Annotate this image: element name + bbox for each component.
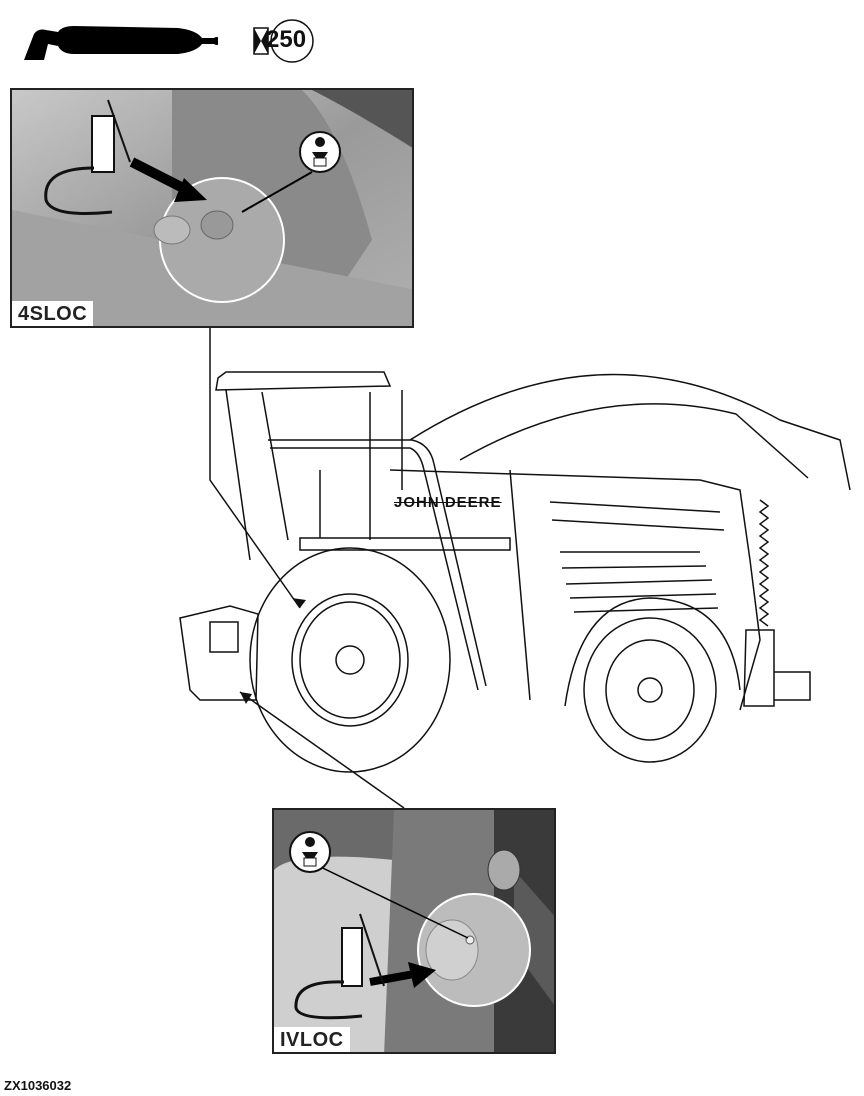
lubrication-fitting-icon bbox=[289, 831, 331, 873]
location-photo-ivloc: IVLOC bbox=[272, 808, 556, 1054]
location-code-label: IVLOC bbox=[274, 1027, 350, 1052]
location-photo-4sloc: 4SLOC bbox=[10, 88, 414, 328]
location-code-label: 4SLOC bbox=[12, 301, 94, 326]
service-interval-badge: 250 bbox=[252, 18, 316, 64]
service-interval-hours: 250 bbox=[266, 26, 307, 53]
grease-gun-icon bbox=[18, 22, 218, 64]
grease-gun-icon bbox=[44, 99, 131, 215]
grease-gun-icon bbox=[294, 913, 385, 1020]
lubrication-fitting-icon bbox=[299, 131, 341, 173]
brand-decal: JOHN DEERE bbox=[394, 494, 502, 511]
hourglass-icon bbox=[253, 27, 269, 55]
figure-id: ZX1036032 bbox=[4, 1078, 72, 1093]
